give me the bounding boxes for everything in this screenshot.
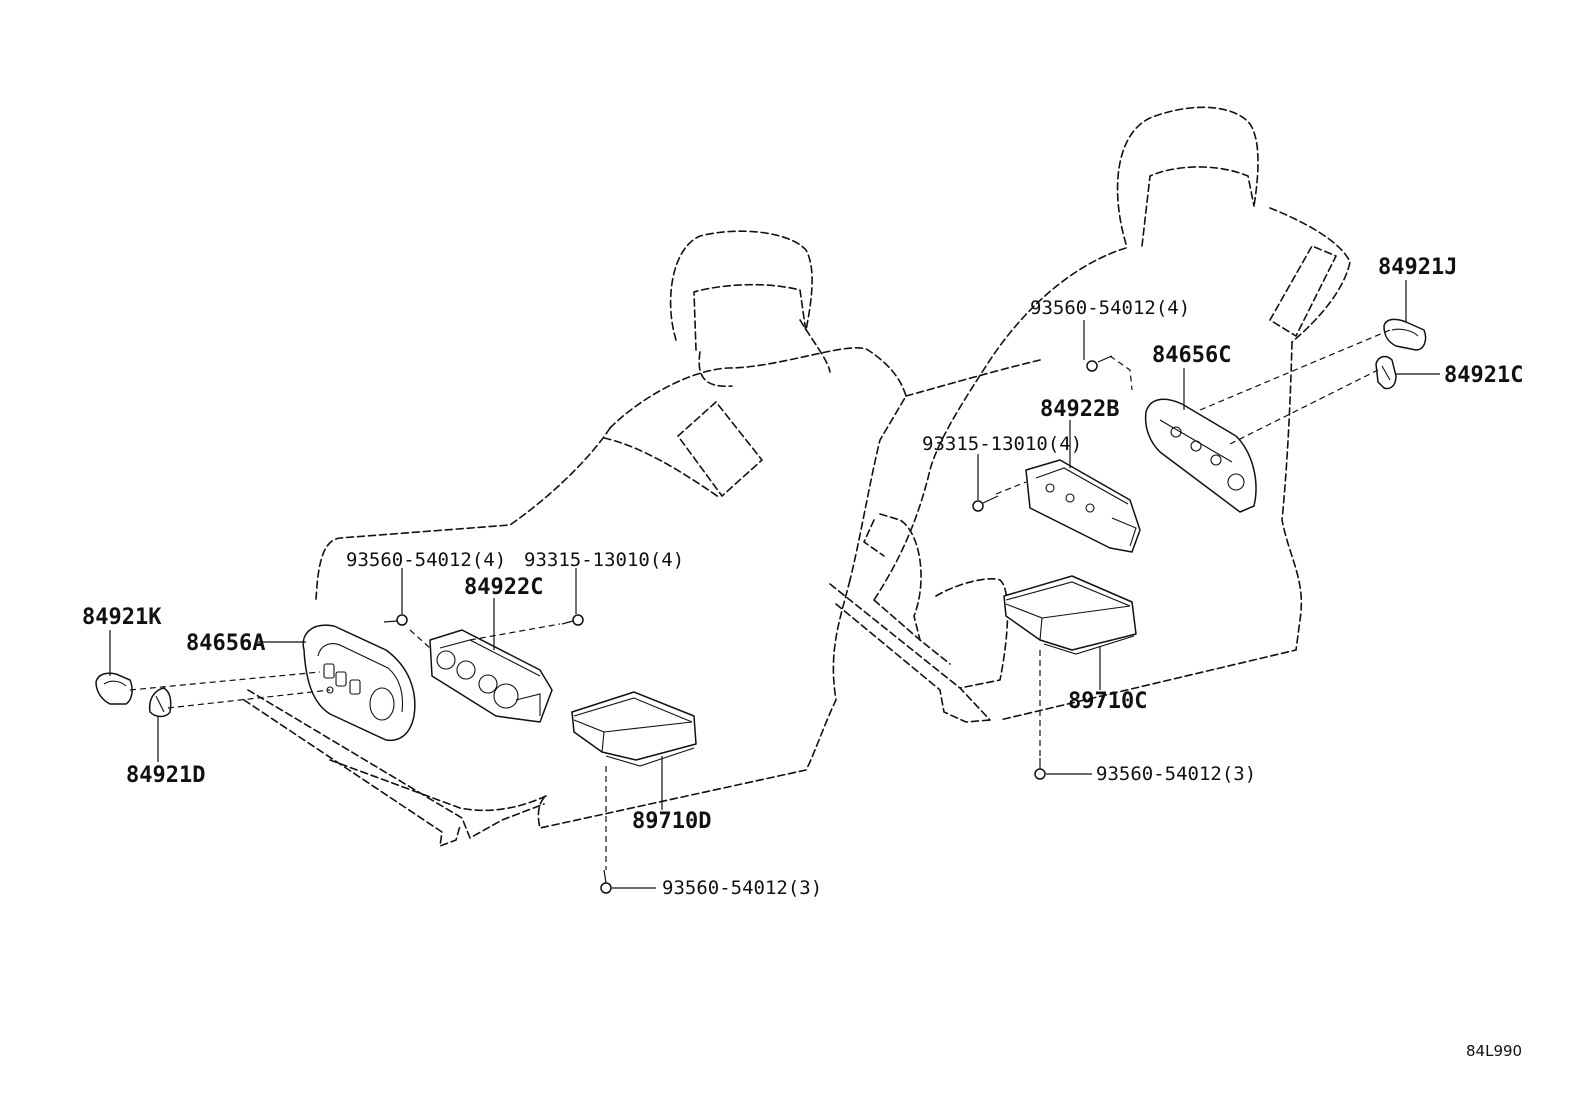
ecu-89710D [571,691,697,767]
switch-assembly-84922C [429,629,553,723]
label-93315-13010-4-right: 93315-13010(4) [922,433,1082,455]
screw-left-upper [383,614,408,626]
screw-left-middle [561,614,584,626]
knob-84921J [1383,318,1427,351]
part-labels: 84921K 84656A 84921D 93560-54012(4) 9331… [82,255,1523,1060]
left-seat-outline [243,230,907,847]
screw-left-bottom [600,869,612,894]
knob-84921D [148,687,172,718]
label-84921J: 84921J [1378,255,1457,280]
screw-right-bottom [1034,758,1046,780]
label-93560-54012-3-right: 93560-54012(3) [1096,763,1256,785]
right-seat-outline [829,106,1351,723]
assembly-lines [129,329,1391,870]
label-84656C: 84656C [1152,343,1231,368]
switch-bezel-84656A [302,624,416,742]
switch-bezel-84656C [1144,398,1257,513]
screw-right-middle [972,495,999,512]
label-93560-54012-4-right: 93560-54012(4) [1030,297,1190,319]
ecu-89710C [1003,575,1137,655]
switch-assembly-84922B [1025,459,1141,553]
label-84656A: 84656A [186,631,265,656]
label-84921C: 84921C [1444,363,1523,388]
label-93315-13010-4-left: 93315-13010(4) [524,549,684,571]
label-84921D: 84921D [126,763,205,788]
diagram-code: 84L990 [1466,1042,1522,1060]
leader-lines [109,280,1440,889]
label-89710D: 89710D [632,809,711,834]
knob-84921C [1375,355,1397,390]
label-84921K: 84921K [82,605,162,630]
knob-84921K [95,672,133,705]
label-89710C: 89710C [1068,689,1147,714]
label-84922C: 84922C [464,575,543,600]
screw-right-upper [1086,355,1113,372]
label-93560-54012-4-left: 93560-54012(4) [346,549,506,571]
label-93560-54012-3-left: 93560-54012(3) [662,877,822,899]
label-84922B: 84922B [1040,397,1119,422]
